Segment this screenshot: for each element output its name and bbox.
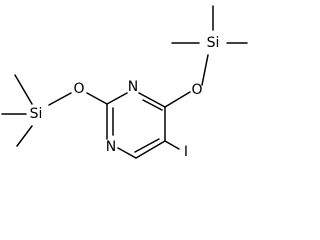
bond-si-left-methyl-3	[16, 125, 33, 147]
atom-iodine-label: I	[184, 144, 188, 160]
bond-c6-o-right	[164, 91, 191, 108]
substituent-bonds	[1, 5, 248, 150]
bond-n1-c6-double	[142, 99, 163, 111]
bond-n1-c6	[138, 92, 166, 108]
atom-labels: N N O O Si Si I	[30, 35, 220, 160]
bond-c5-c4-double	[134, 138, 160, 153]
molecule-structure: N N O O Si Si I	[1, 5, 248, 160]
atom-si-right-label: Si	[207, 35, 220, 51]
atom-n1-label: N	[128, 79, 138, 95]
atom-n3-label: N	[106, 139, 116, 155]
bond-c2-o-left	[86, 92, 108, 105]
atom-o-right-label: O	[191, 82, 202, 98]
bond-o-si-right	[201, 54, 209, 86]
bond-si-left-methyl-1	[14, 74, 33, 105]
pyrimidine-ring	[106, 92, 166, 159]
atom-si-left-label: Si	[30, 106, 43, 122]
bond-c4-n3	[117, 147, 137, 159]
bond-o-si-left	[48, 92, 72, 106]
bond-c5-iodine	[164, 140, 180, 150]
bond-c5-c4	[135, 140, 166, 159]
bond-c2-n1	[106, 92, 128, 105]
atom-o-left-label: O	[73, 81, 84, 97]
